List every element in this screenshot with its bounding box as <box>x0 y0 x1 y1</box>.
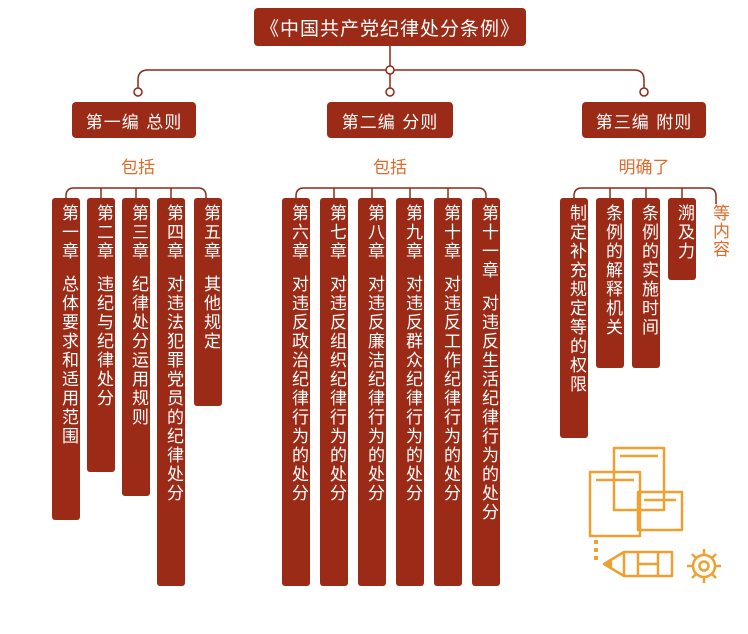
chapter-number: 第七章 <box>326 204 346 261</box>
chapter-number: 第十一章 <box>478 204 498 280</box>
documents-icon <box>588 446 684 560</box>
chapter-5-box: 第五章其他规定 <box>194 198 222 406</box>
appendix-item-3: 条例的实施时间 <box>632 198 660 368</box>
chapter-title: 违纪与纪律处分 <box>93 275 113 408</box>
part-3-box: 第三编 附则 <box>582 102 706 138</box>
diagram-title: 《中国共产党纪律处分条例》 <box>254 8 526 46</box>
chapter-2-box: 第二章违纪与纪律处分 <box>87 198 115 472</box>
part-1-relation: 包括 <box>121 158 155 178</box>
appendix-item-2: 条例的解释机关 <box>596 198 624 368</box>
chapter-11-box: 第十一章对违反生活纪律行为的处分 <box>472 198 500 586</box>
part-1-box: 第一编 总则 <box>72 102 196 138</box>
chapter-9-box: 第九章对违反群众纪律行为的处分 <box>396 198 424 586</box>
chapter-number: 第八章 <box>364 204 384 261</box>
item-text: 条例的解释机关 <box>602 204 622 337</box>
chapter-title: 总体要求和适用范围 <box>58 275 78 446</box>
chapter-title: 纪律处分运用规则 <box>128 275 148 427</box>
chapter-number: 第四章 <box>163 204 183 261</box>
part-3-relation: 明确了 <box>618 158 670 178</box>
chapter-number: 第二章 <box>93 204 113 261</box>
chapter-title: 对违反生活纪律行为的处分 <box>478 294 498 522</box>
chapter-4-box: 第四章对违法犯罪党员的纪律处分 <box>157 198 185 586</box>
chapter-number: 第一章 <box>58 204 78 261</box>
appendix-item-4: 溯及力 <box>668 198 696 280</box>
chapter-number: 第五章 <box>200 204 220 261</box>
item-text: 溯及力 <box>674 204 694 261</box>
chapter-10-box: 第十章对违反工作纪律行为的处分 <box>434 198 462 586</box>
appendix-item-1: 制定补充规定等的权限 <box>560 198 588 438</box>
chapter-3-box: 第三章纪律处分运用规则 <box>122 198 150 496</box>
gear-icon <box>687 549 721 583</box>
chapter-number: 第三章 <box>128 204 148 261</box>
chapter-8-box: 第八章对违反廉洁纪律行为的处分 <box>358 198 386 586</box>
chapter-number: 第六章 <box>288 204 308 261</box>
part-2-relation: 包括 <box>373 158 407 178</box>
pencil-icon <box>602 550 674 578</box>
chapter-title: 对违反群众纪律行为的处分 <box>402 275 422 503</box>
item-text: 制定补充规定等的权限 <box>566 204 586 394</box>
chapter-title: 对违法犯罪党员的纪律处分 <box>163 275 183 503</box>
chapter-6-box: 第六章对违反政治纪律行为的处分 <box>282 198 310 586</box>
chapter-title: 对违反组织纪律行为的处分 <box>326 275 346 503</box>
chapter-1-box: 第一章总体要求和适用范围 <box>52 198 80 520</box>
chapter-title: 对违反廉洁纪律行为的处分 <box>364 275 384 503</box>
chapter-title: 对违反工作纪律行为的处分 <box>440 275 460 503</box>
part-2-box: 第二编 分则 <box>327 102 453 138</box>
chapter-number: 第十章 <box>440 204 460 261</box>
chapter-title: 其他规定 <box>200 275 220 351</box>
chapter-7-box: 第七章对违反组织纪律行为的处分 <box>320 198 348 586</box>
chapter-number: 第九章 <box>402 204 422 261</box>
chapter-title: 对违反政治纪律行为的处分 <box>288 275 308 503</box>
appendix-tail-text: 等内容 <box>709 204 729 258</box>
item-text: 条例的实施时间 <box>638 204 658 337</box>
